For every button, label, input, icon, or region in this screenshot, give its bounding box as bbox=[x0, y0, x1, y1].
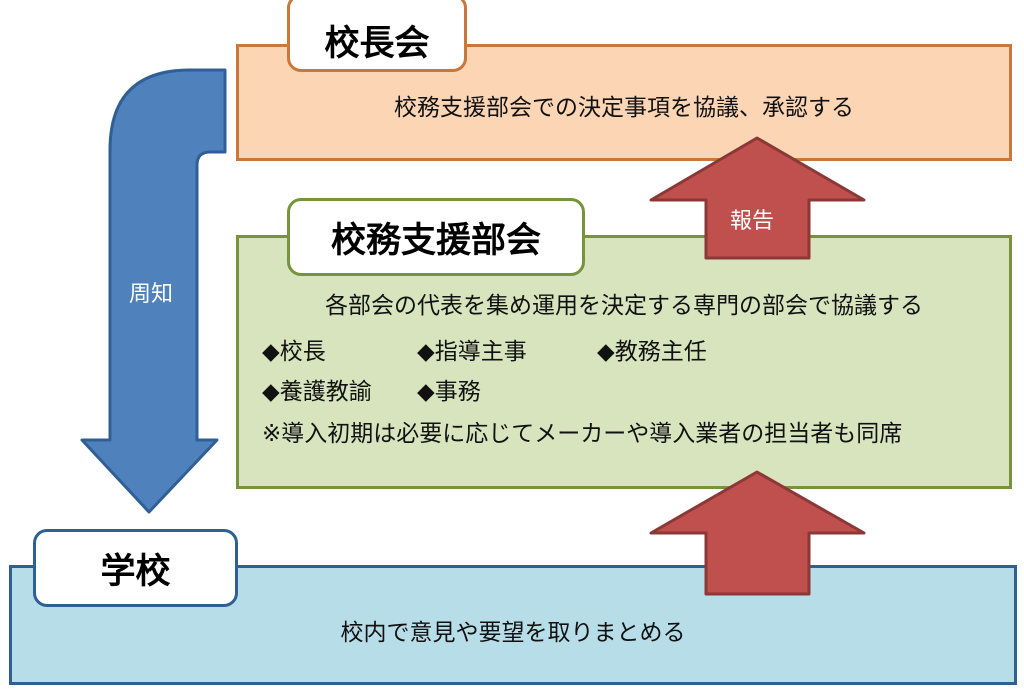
principals-meeting-description: 校務支援部会での決定事項を協議、承認する bbox=[394, 95, 854, 121]
report-arrow-upper-icon bbox=[649, 136, 866, 260]
report-arrow-lower-icon bbox=[649, 470, 866, 596]
school-title: 学校 bbox=[33, 529, 238, 607]
support-committee-description: 各部会の代表を集め運用を決定する専門の部会で協議する bbox=[325, 293, 923, 319]
notify-arrow-icon bbox=[80, 68, 227, 514]
school-description: 校内で意見や要望を取りまとめる bbox=[340, 620, 686, 646]
principals-meeting-title: 校長会 bbox=[287, 0, 467, 72]
report-label: 報告 bbox=[730, 209, 775, 234]
member-supervisor: ◆指導主事 bbox=[417, 339, 527, 365]
notify-label: 周知 bbox=[129, 282, 174, 307]
member-school-nurse: ◆養護教諭 bbox=[262, 379, 372, 405]
member-academic-head: ◆教務主任 bbox=[597, 339, 707, 365]
member-principal: ◆校長 bbox=[262, 339, 326, 365]
member-office-staff: ◆事務 bbox=[417, 379, 481, 405]
support-committee-note: ※導入初期は必要に応じてメーカーや導入業者の担当者も同席 bbox=[262, 421, 903, 447]
support-committee-box bbox=[236, 235, 1012, 489]
support-committee-title: 校務支援部会 bbox=[287, 198, 585, 276]
